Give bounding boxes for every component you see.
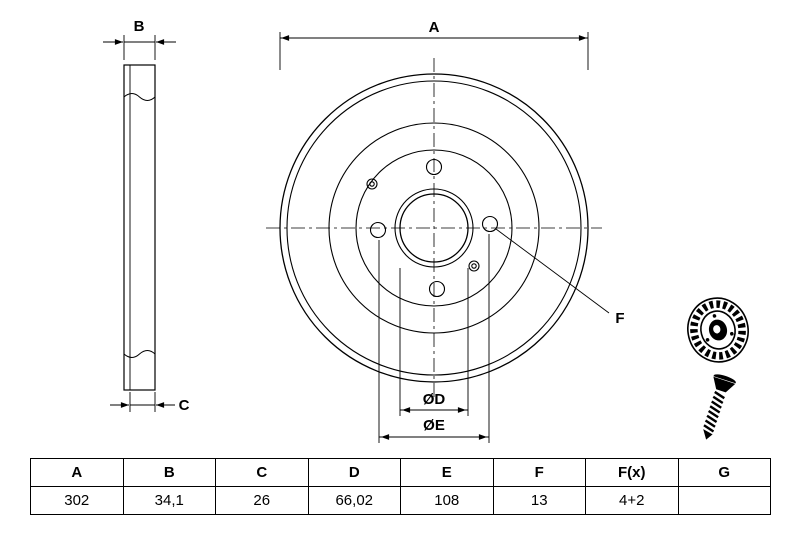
dim-label-c: C xyxy=(179,397,190,414)
dimension-e xyxy=(378,234,490,443)
brake-disc-technical-drawing: A B C ØD ØE F xyxy=(103,18,749,443)
table-header-row: A B C D E F F(x) G xyxy=(30,458,771,487)
col-header-fx: F(x) xyxy=(585,458,679,487)
dimension-b xyxy=(103,35,176,60)
screw-icon xyxy=(703,374,736,440)
value-a: 302 xyxy=(30,486,124,515)
dim-label-a: A xyxy=(429,19,440,36)
value-e: 108 xyxy=(400,486,494,515)
value-fx: 4+2 xyxy=(585,486,679,515)
col-header-b: B xyxy=(122,458,216,487)
col-header-g: G xyxy=(677,458,771,487)
value-c: 26 xyxy=(215,486,309,515)
brake-disc-3d-icon xyxy=(687,297,749,363)
dim-label-f: F xyxy=(615,310,624,327)
col-header-f: F xyxy=(492,458,586,487)
dimensions-table: A B C D E F F(x) G 302 34,1 26 66,02 108… xyxy=(30,458,771,515)
dimension-a xyxy=(279,32,589,70)
table-value-row: 302 34,1 26 66,02 108 13 4+2 xyxy=(30,486,771,515)
value-f: 13 xyxy=(492,486,586,515)
dim-label-d: ØD xyxy=(423,391,446,408)
disc-side-view xyxy=(123,64,156,391)
col-header-a: A xyxy=(30,458,124,487)
bolt-holes xyxy=(369,158,499,298)
col-header-c: C xyxy=(215,458,309,487)
col-header-d: D xyxy=(307,458,401,487)
leader-f xyxy=(495,228,610,314)
value-b: 34,1 xyxy=(122,486,216,515)
center-lines xyxy=(266,58,602,398)
value-d: 66,02 xyxy=(307,486,401,515)
dimension-labels: A B C ØD ØE F xyxy=(134,18,625,434)
dim-label-e: ØE xyxy=(423,417,445,434)
dim-label-b: B xyxy=(134,18,145,35)
disc-front-view xyxy=(279,73,589,383)
value-g xyxy=(677,486,771,515)
dimension-d xyxy=(399,268,469,416)
dimension-c xyxy=(110,392,175,412)
locating-pin-holes xyxy=(366,178,480,272)
col-header-e: E xyxy=(400,458,494,487)
